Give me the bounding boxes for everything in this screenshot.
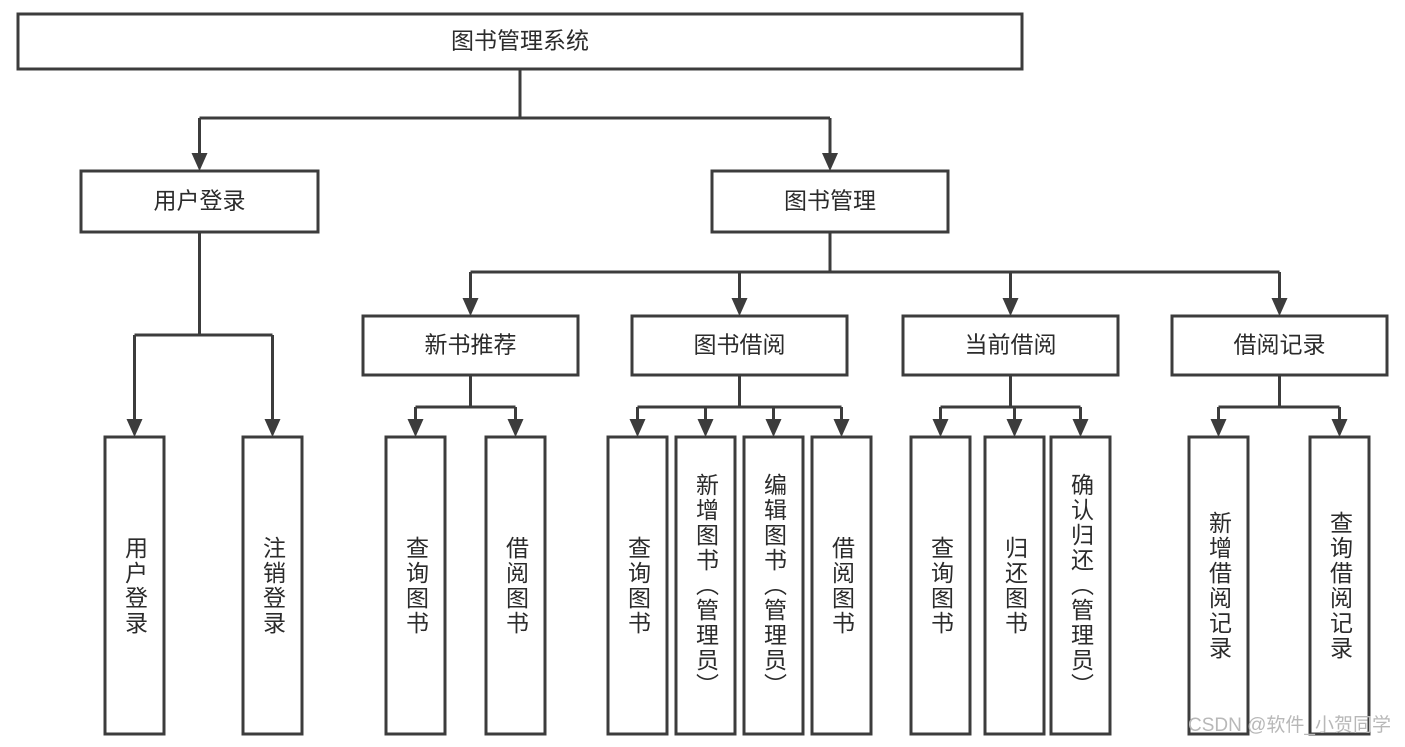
leaf-node-leaf-user-login-rect bbox=[103, 435, 166, 736]
leaf-node-leaf-query-book-3-rect bbox=[909, 435, 972, 736]
node-root[interactable] bbox=[16, 12, 1024, 71]
leaf-node-leaf-query-book-2-rect bbox=[606, 435, 669, 736]
arrowhead-level2-1 bbox=[822, 153, 838, 171]
leaf-node-leaf-query-book-3[interactable] bbox=[909, 435, 972, 736]
node-user-login-label: 用户登录 bbox=[154, 188, 246, 214]
arrowhead-leaf-confirm-return bbox=[1072, 419, 1089, 437]
leaf-node-leaf-user-logout[interactable] bbox=[241, 435, 304, 736]
leaf-node-leaf-confirm-return-rect bbox=[1049, 435, 1112, 736]
leaf-node-leaf-query-record[interactable] bbox=[1308, 435, 1371, 736]
leaf-node-leaf-edit-book-rect bbox=[742, 435, 805, 736]
node-user-login-rect bbox=[79, 169, 320, 234]
arrowhead-leaf-query-book-1 bbox=[407, 419, 424, 437]
arrowhead-leaf-query-record bbox=[1331, 419, 1348, 437]
leaf-node-leaf-add-book[interactable] bbox=[674, 435, 737, 736]
leaf-node-leaf-borrow-book-2[interactable] bbox=[810, 435, 873, 736]
node-book-borrow-rect bbox=[630, 314, 849, 377]
arrowhead-leaf-user-login bbox=[126, 419, 143, 437]
node-current-borrow-rect bbox=[901, 314, 1120, 377]
arrowhead-level3-3 bbox=[1271, 298, 1288, 316]
node-borrow-record[interactable] bbox=[1170, 314, 1389, 377]
leaf-node-leaf-user-login[interactable] bbox=[103, 435, 166, 736]
node-borrow-record-rect bbox=[1170, 314, 1389, 377]
leaf-node-leaf-confirm-return[interactable] bbox=[1049, 435, 1112, 736]
leaf-node-leaf-return-book[interactable] bbox=[983, 435, 1046, 736]
leaf-node-leaf-borrow-book-1[interactable] bbox=[484, 435, 547, 736]
arrowhead-level2-0 bbox=[191, 153, 208, 171]
leaf-node-leaf-borrow-book-2-rect bbox=[810, 435, 873, 736]
node-new-book-recommend-rect bbox=[361, 314, 580, 377]
arrowhead-leaf-add-book bbox=[697, 419, 714, 437]
arrowhead-leaf-query-book-3 bbox=[932, 419, 949, 437]
leaf-node-leaf-add-record-rect bbox=[1187, 435, 1250, 736]
arrowhead-leaf-edit-book bbox=[765, 419, 782, 437]
watermark-text: CSDN @软件_小贺同学 bbox=[1188, 715, 1391, 736]
node-new-book-recommend-label: 新书推荐 bbox=[425, 332, 517, 358]
leaf-node-leaf-query-book-1[interactable] bbox=[384, 435, 447, 736]
arrowhead-leaf-user-logout bbox=[264, 419, 281, 437]
arrowhead-leaf-return-book bbox=[1006, 419, 1023, 437]
arrowhead-leaf-borrow-book-2 bbox=[833, 419, 850, 437]
arrowhead-leaf-add-record bbox=[1210, 419, 1227, 437]
arrowhead-leaf-borrow-book-1 bbox=[507, 419, 524, 437]
leaf-node-leaf-query-record-rect bbox=[1308, 435, 1371, 736]
arrowhead-level3-2 bbox=[1002, 298, 1019, 316]
node-root-label: 图书管理系统 bbox=[451, 28, 589, 54]
leaf-node-leaf-query-book-1-rect bbox=[384, 435, 447, 736]
arrowhead-leaf-query-book-2 bbox=[629, 419, 646, 437]
node-book-borrow[interactable] bbox=[630, 314, 849, 377]
node-current-borrow[interactable] bbox=[901, 314, 1120, 377]
node-current-borrow-label: 当前借阅 bbox=[965, 332, 1057, 358]
leaf-node-leaf-user-logout-rect bbox=[241, 435, 304, 736]
leaf-node-leaf-add-book-rect bbox=[674, 435, 737, 736]
node-book-manage[interactable] bbox=[710, 169, 950, 234]
leaf-node-leaf-borrow-book-1-rect bbox=[484, 435, 547, 736]
node-new-book-recommend[interactable] bbox=[361, 314, 580, 377]
arrowhead-level3-0 bbox=[462, 298, 479, 316]
leaf-node-leaf-query-book-2[interactable] bbox=[606, 435, 669, 736]
node-root-rect bbox=[16, 12, 1024, 71]
node-borrow-record-label: 借阅记录 bbox=[1234, 332, 1326, 358]
node-book-manage-label: 图书管理 bbox=[784, 188, 876, 214]
leaf-node-leaf-return-book-rect bbox=[983, 435, 1046, 736]
node-book-borrow-label: 图书借阅 bbox=[694, 332, 786, 358]
node-book-manage-rect bbox=[710, 169, 950, 234]
leaf-node-leaf-add-record[interactable] bbox=[1187, 435, 1250, 736]
node-user-login[interactable] bbox=[79, 169, 320, 234]
leaf-node-leaf-edit-book[interactable] bbox=[742, 435, 805, 736]
arrowhead-level3-1 bbox=[731, 298, 748, 316]
